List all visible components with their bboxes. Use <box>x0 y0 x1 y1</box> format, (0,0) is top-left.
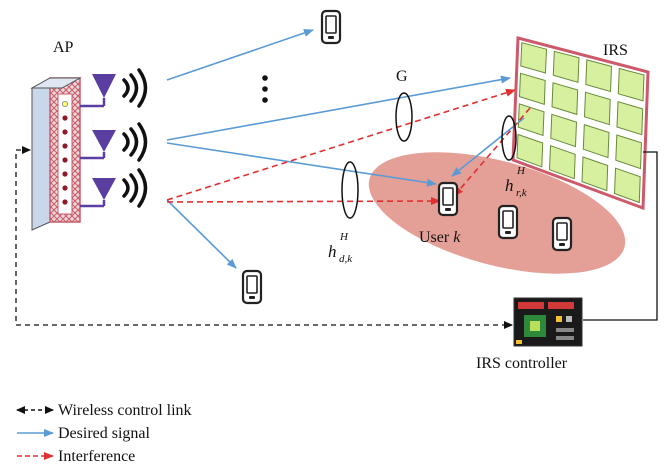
h-rk-label: h <box>505 176 514 195</box>
irs-panel-icon <box>511 36 650 211</box>
user-k-label: User k <box>419 229 461 246</box>
antenna-icon <box>80 74 116 208</box>
legend-label-control: Wireless control link <box>58 402 192 419</box>
phone-icon <box>437 181 459 217</box>
irs-element <box>613 167 641 204</box>
user-k-sym: k <box>453 229 461 246</box>
irs-element <box>520 42 548 74</box>
ap-icon <box>30 77 82 231</box>
legend-item-control: Wireless control link <box>16 402 192 419</box>
phone-icon <box>241 269 263 305</box>
irs-element <box>615 134 643 170</box>
irs-element <box>518 72 546 105</box>
phone-icon <box>320 9 342 45</box>
phone-icon <box>497 204 519 240</box>
legend: Wireless control link Desired signal Int… <box>16 402 192 465</box>
legend-item-interference: Interference <box>17 448 135 465</box>
irs-element <box>516 133 544 168</box>
irs-controller-label: IRS controller <box>476 355 568 372</box>
h-dk-sup: H <box>339 231 349 243</box>
irs-element <box>551 82 579 116</box>
legend-label-interference: Interference <box>58 448 135 465</box>
irs-element <box>548 145 576 180</box>
irs-element <box>617 67 645 102</box>
irs-element <box>581 156 609 192</box>
phone-icon <box>551 216 573 252</box>
g-label: G <box>396 68 408 85</box>
control-link-path <box>15 146 513 329</box>
h-dk-sub: d,k <box>339 253 353 265</box>
irs-label: IRS <box>603 42 628 59</box>
irs-element <box>552 50 580 83</box>
irs-element <box>550 113 578 148</box>
h-rk-base: h <box>505 176 514 195</box>
radio-waves <box>122 68 148 208</box>
user-k-text: User <box>419 229 450 246</box>
legend-item-desired: Desired signal <box>17 425 151 442</box>
controller-board-icon <box>513 297 583 347</box>
h-dk-base: h <box>328 242 337 261</box>
irs-element <box>517 103 545 137</box>
h-rk-sub: r,k <box>516 187 528 199</box>
irs-element <box>616 101 644 136</box>
more-users-dots <box>262 75 268 103</box>
h-dk-label: h <box>328 242 337 261</box>
legend-label-desired: Desired signal <box>58 425 151 442</box>
irs-element <box>585 59 613 93</box>
h-rk-sup: H <box>516 165 526 177</box>
irs-element <box>582 123 610 159</box>
ap-label: AP <box>53 39 74 56</box>
irs-controller-wire <box>583 151 658 321</box>
irs-element <box>583 91 611 126</box>
